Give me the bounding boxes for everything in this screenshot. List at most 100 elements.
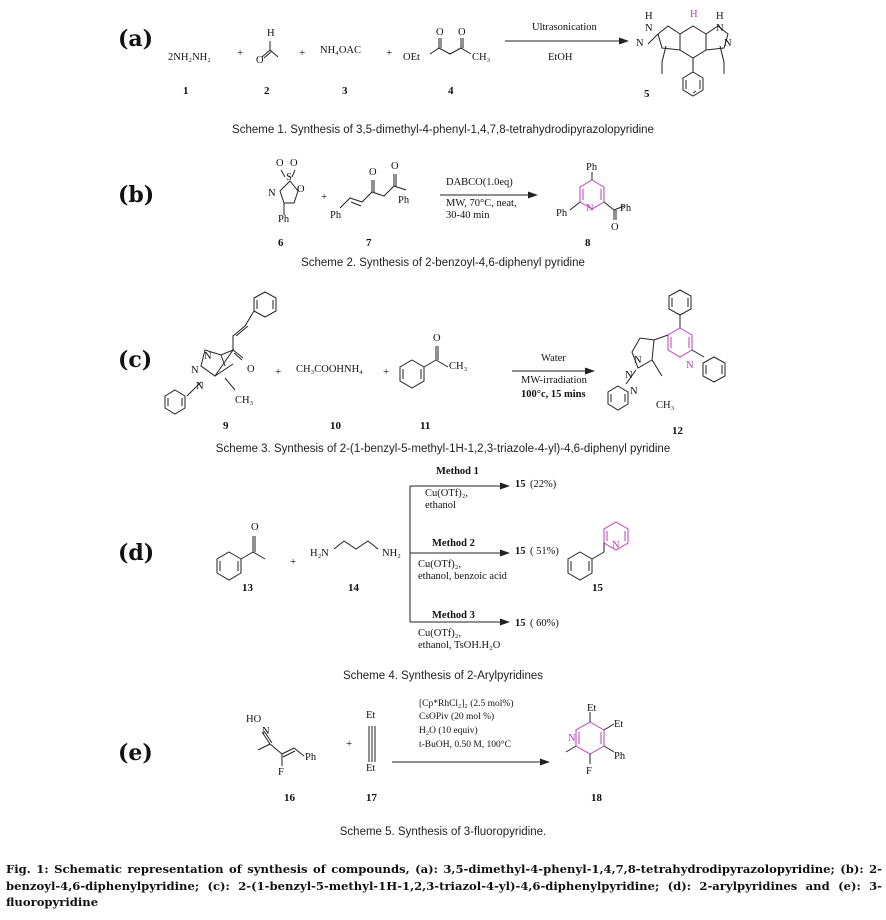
atom-oet: OEt [403, 52, 420, 63]
atom-f: F [278, 767, 284, 778]
atom-o: O [458, 27, 466, 38]
plus-sign: + [290, 556, 297, 568]
method-1-catalyst: Cu(OTf)₂, [425, 488, 469, 499]
compound-number: 1 [183, 85, 189, 97]
atom-ho: HO [246, 714, 262, 725]
atom-o: O [436, 27, 444, 38]
reactant-10-ammonium-acetate: CH₃COOHNH₄ [296, 364, 363, 375]
condition-mw: MW, 70°C, neat, [446, 198, 517, 209]
atom-h: H [267, 28, 275, 39]
atom-et: Et [366, 710, 376, 721]
plus-sign: + [383, 366, 390, 378]
atom-h: H [690, 9, 698, 20]
atom-n: N [612, 540, 620, 551]
scheme-4-caption: Scheme 4. Synthesis of 2-Arylpyridines [342, 670, 544, 682]
atom-ph: Ph [398, 195, 410, 206]
condition-catalyst: [Cp*RhCl₂]₂ (2.5 mol%) [419, 699, 514, 709]
atom-h2n: H₂N [310, 548, 329, 559]
atom-n: N [716, 23, 724, 34]
product-8-benzoylpyridine [569, 172, 625, 220]
atom-et: Et [614, 719, 624, 730]
product-18-fluoropyridine [565, 712, 615, 764]
reactant-4-ethyl-acetoacetate [429, 38, 472, 55]
atom-n: N [191, 365, 199, 376]
atom-h: H [716, 11, 724, 22]
method-1-yield: (22%) [530, 479, 557, 490]
method-1-solvent: ethanol [425, 500, 456, 511]
reactant-11-acetophenone [399, 346, 449, 389]
reactant-16-fluoro-oxime [257, 730, 305, 766]
atom-n: N [268, 188, 276, 199]
reactant-13-acetophenone [216, 536, 266, 581]
atom-n: N [625, 370, 633, 381]
method-1-label: Method 1 [436, 466, 479, 477]
atom-n: N [196, 381, 204, 392]
atom-o: O [251, 522, 259, 533]
atom-h: H [645, 11, 653, 22]
plus-sign: + [321, 191, 328, 203]
atom-o: O [256, 55, 264, 66]
atom-o: O [369, 167, 377, 178]
method-3-yield: ( 60%) [530, 618, 559, 629]
method-3-label: Method 3 [432, 610, 475, 621]
reaction-arrow-c [512, 367, 595, 375]
atom-s: S [286, 172, 292, 183]
compound-number: 8 [585, 237, 591, 249]
panel-label-c: (c) [118, 347, 153, 373]
compound-number: 5 [644, 88, 650, 100]
reaction-arrow-a [505, 37, 629, 45]
atom-n: N [568, 733, 576, 744]
atom-n: N [645, 23, 653, 34]
condition-mw-irradiation: MW-irradiation [521, 375, 587, 386]
condition-ethanol: EtOH [548, 52, 573, 63]
method-2-catalyst: Cu(OTf)₂, [418, 559, 462, 570]
condition-solvent: t-BuOH, 0.50 M, 100°C [419, 740, 511, 750]
compound-number: 9 [223, 420, 229, 432]
atom-o: O [433, 333, 441, 344]
method-3-solvent: ethanol, TsOH.H₂O [418, 640, 501, 651]
atom-ch3: CH₃ [472, 52, 491, 63]
atom-n: N [586, 203, 594, 214]
atom-o: O [247, 364, 255, 375]
method-3-catalyst: Cu(OTf)₂, [418, 628, 462, 639]
atom-o: O [276, 158, 284, 169]
compound-number: 10 [330, 420, 341, 432]
atom-f: F [586, 766, 592, 777]
reactant-9-triazole-chalcone [164, 291, 277, 415]
compound-number: 14 [348, 582, 359, 594]
condition-time: 30-40 min [446, 210, 490, 221]
scheme-5-caption: Scheme 5. Synthesis of 3-fluoropyridine. [339, 826, 547, 838]
plus-sign: + [275, 366, 282, 378]
atom-o: O [297, 184, 305, 195]
product-5-dipyrazolopyridine [647, 25, 729, 97]
atom-ph: Ph [586, 162, 598, 173]
reactant-6-sulfamidate [279, 169, 299, 215]
atom-ch3: CH₃ [656, 400, 675, 411]
atom-ph: Ph [330, 210, 342, 221]
method-2-solvent: ethanol, benzoic acid [418, 571, 507, 582]
reactant-17-hexyne [368, 726, 376, 762]
compound-number: 4 [448, 85, 454, 97]
compound-number: 11 [420, 420, 431, 432]
atom-n: N [686, 360, 694, 371]
reactant-7-enedione [339, 174, 407, 209]
compound-number: 18 [591, 792, 602, 804]
reactant-2-formaldehyde [261, 41, 279, 59]
compound-number: 17 [366, 792, 377, 804]
compound-number: 7 [366, 237, 372, 249]
atom-n: N [724, 38, 732, 49]
compound-number: 15 [592, 582, 603, 594]
method-2-yield: ( 51%) [530, 546, 559, 557]
atom-o: O [611, 222, 619, 233]
atom-ph: Ph [620, 203, 632, 214]
atom-o: O [391, 161, 399, 172]
reactant-3-ammonium-acetate: NH₄OAC [320, 45, 361, 56]
atom-nh2: NH₂ [382, 548, 401, 559]
atom-ph: Ph [556, 208, 568, 219]
atom-n: N [636, 38, 644, 49]
atom-o: O [290, 158, 298, 169]
condition-additive: CsOPiv (20 mol %) [419, 712, 495, 722]
compound-number: 2 [264, 85, 270, 97]
scheme-2-caption: Scheme 2. Synthesis of 2-benzoyl-4,6-dip… [301, 257, 585, 269]
reactant-1-hydrazine: 2NH₂NH₂ [168, 52, 211, 63]
